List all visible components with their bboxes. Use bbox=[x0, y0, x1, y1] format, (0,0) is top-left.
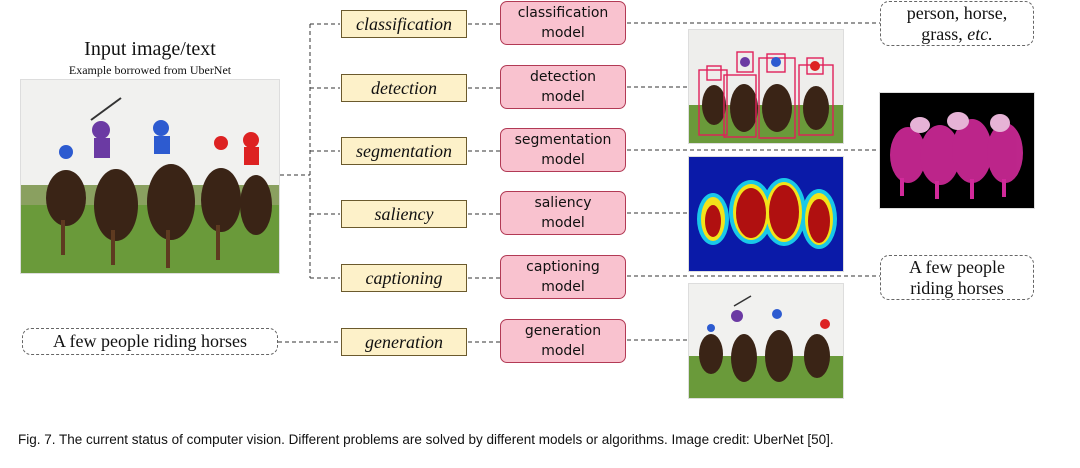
task-generation: generation bbox=[341, 328, 467, 356]
model-captioning: captioning model bbox=[500, 255, 626, 299]
output-captioning: A few people riding horses bbox=[880, 255, 1034, 300]
task-segmentation: segmentation bbox=[341, 137, 467, 165]
task-saliency: saliency bbox=[341, 200, 467, 228]
segmentation-image bbox=[880, 93, 1034, 208]
model-saliency: saliency model bbox=[500, 191, 626, 235]
horse-race-image bbox=[21, 80, 279, 273]
model-label: detection bbox=[529, 69, 597, 85]
classification-output-line1: person, horse, bbox=[906, 2, 1008, 23]
classification-output-line2: grass, etc. bbox=[921, 23, 993, 44]
output-detection-image bbox=[688, 29, 844, 144]
task-detection: detection bbox=[341, 74, 467, 102]
input-image bbox=[20, 79, 280, 274]
captioning-output-line2: riding horses bbox=[910, 277, 1004, 298]
model-label: model bbox=[541, 279, 585, 295]
model-label: generation bbox=[524, 323, 602, 339]
model-label: model bbox=[541, 25, 585, 41]
task-classification: classification bbox=[341, 10, 467, 38]
generated-image bbox=[689, 284, 843, 398]
output-generation-image bbox=[688, 283, 844, 399]
model-label: saliency bbox=[534, 195, 592, 211]
figure-caption: Fig. 7. The current status of computer v… bbox=[18, 432, 834, 447]
output-saliency-image bbox=[688, 156, 844, 272]
model-generation: generation model bbox=[500, 319, 626, 363]
text-input-box: A few people riding horses bbox=[22, 328, 278, 355]
input-subtitle: Example borrowed from UberNet bbox=[68, 63, 232, 77]
model-detection: detection model bbox=[500, 65, 626, 109]
saliency-image bbox=[689, 157, 843, 271]
task-captioning: captioning bbox=[341, 264, 467, 292]
model-label: captioning bbox=[526, 259, 600, 275]
model-segmentation: segmentation model bbox=[500, 128, 626, 172]
model-label: model bbox=[541, 89, 585, 105]
model-label: classification bbox=[517, 5, 609, 21]
captioning-output-line1: A few people bbox=[909, 256, 1005, 277]
model-label: segmentation bbox=[514, 132, 612, 148]
output-segmentation-image bbox=[879, 92, 1035, 209]
model-classification: classification model bbox=[500, 1, 626, 45]
detection-image bbox=[689, 30, 843, 143]
model-label: model bbox=[541, 152, 585, 168]
input-title: Input image/text bbox=[84, 38, 216, 60]
output-classification: person, horse, grass, etc. bbox=[880, 1, 1034, 46]
model-label: model bbox=[541, 215, 585, 231]
model-label: model bbox=[541, 343, 585, 359]
